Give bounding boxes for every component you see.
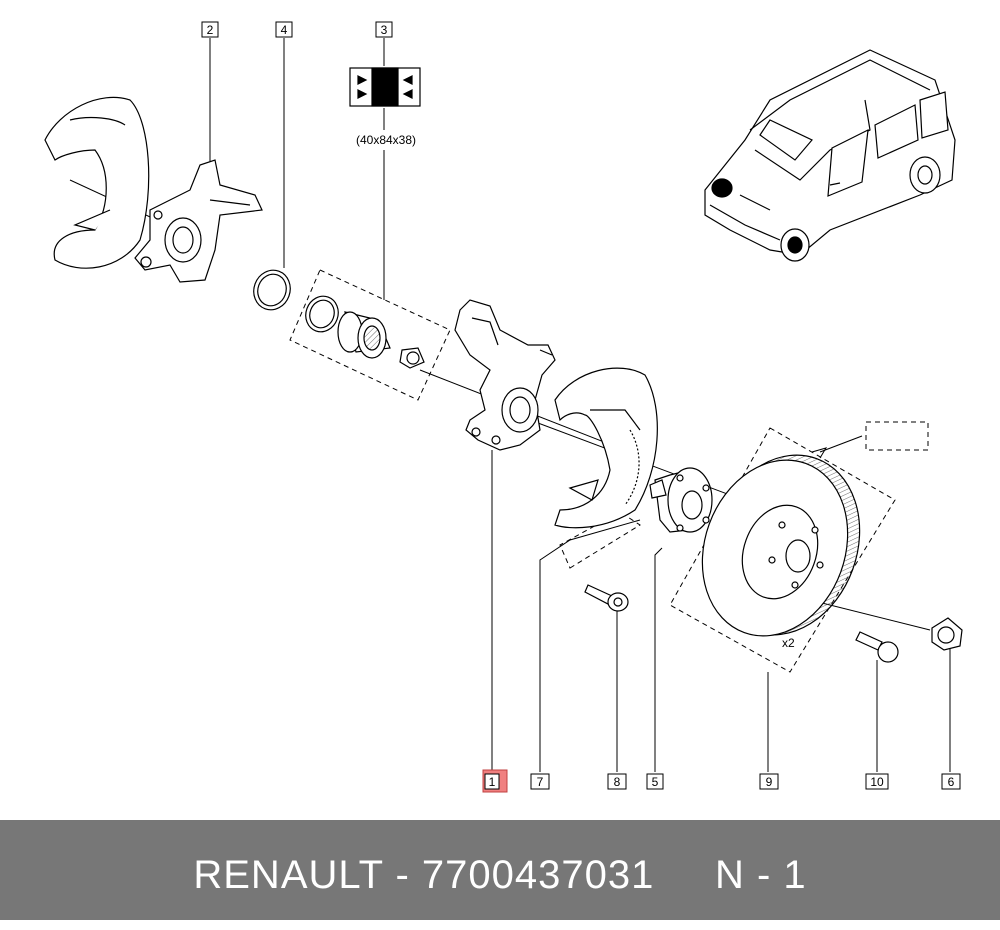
callout-7-label: 7 — [537, 775, 544, 789]
bearing-dimension-icon — [349, 67, 421, 107]
callout-7[interactable]: 7 — [530, 773, 550, 790]
exploded-parts-diagram: (40x84x38) — [44, 21, 963, 793]
footer-caption: RENAULT - 7700437031 N - 1 — [193, 853, 807, 897]
quantity-label: x2 — [782, 636, 795, 650]
callout-6[interactable]: 6 — [941, 773, 961, 790]
brake-shield-old-icon — [44, 96, 150, 269]
callout-2[interactable]: 2 — [201, 21, 219, 38]
callout-2-label: 2 — [207, 23, 214, 37]
steering-knuckle-icon — [454, 299, 556, 451]
hub-bolt-kit-box — [559, 511, 641, 569]
callout-1[interactable]: 1 — [482, 769, 508, 793]
callout-9[interactable]: 9 — [759, 773, 779, 790]
brake-disc-icon — [701, 454, 861, 637]
bearing-kit-icon — [305, 295, 425, 369]
callout-8[interactable]: 8 — [607, 773, 627, 790]
brake-shield-icon — [554, 367, 658, 529]
callout-5[interactable]: 5 — [646, 773, 664, 790]
callout-6-label: 6 — [948, 775, 955, 789]
callout-1-label: 1 — [489, 775, 496, 789]
bearing-kit-box — [289, 269, 451, 401]
hub-nut-icon — [931, 617, 963, 651]
footer-bar: RENAULT - 7700437031 N - 1 — [0, 820, 1000, 920]
disc-screw-icon — [855, 631, 899, 663]
callout-10-label: 10 — [870, 775, 884, 789]
snap-ring-icon — [253, 269, 291, 311]
callout-9-label: 9 — [766, 775, 773, 789]
bearing-size-label: (40x84x38) — [356, 133, 416, 147]
callout-10[interactable]: 10 — [865, 773, 889, 790]
empty-ref-box — [865, 421, 929, 451]
leader-lines — [69, 38, 951, 772]
hub-bolt-icon — [584, 584, 629, 612]
callout-3[interactable]: 3 — [375, 21, 393, 38]
callout-4[interactable]: 4 — [275, 21, 293, 38]
callout-8-label: 8 — [614, 775, 621, 789]
wheel-hub-icon — [649, 467, 713, 533]
callout-5-label: 5 — [652, 775, 659, 789]
callout-3-label: 3 — [381, 23, 388, 37]
vehicle-illustration — [704, 49, 956, 262]
callout-4-label: 4 — [281, 23, 288, 37]
steering-knuckle-old-icon — [134, 159, 263, 283]
